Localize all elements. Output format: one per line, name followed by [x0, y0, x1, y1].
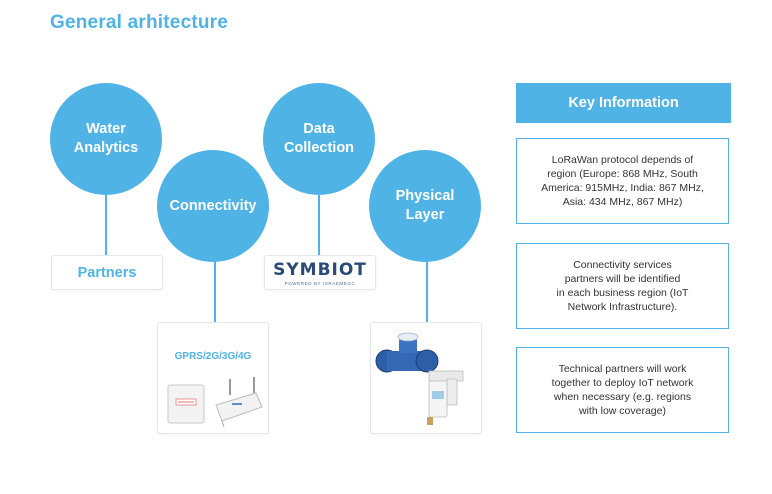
node-physical-layer: Physical Layer [369, 150, 481, 262]
physical-devices-card [370, 322, 482, 434]
key-info-item-connectivity-partners-text: Connectivity services partners will be i… [556, 259, 689, 313]
key-info-item-lorawan-text: LoRaWan protocol depends of region (Euro… [541, 154, 704, 208]
node-data-collection: Data Collection [263, 83, 375, 195]
connector-physical-layer [426, 260, 428, 322]
node-data-collection-label: Data Collection [283, 121, 355, 156]
node-connectivity-label: Connectivity [169, 197, 257, 214]
connector-data-collection [318, 195, 320, 257]
connector-connectivity [214, 260, 216, 322]
connector-water-analytics [105, 195, 107, 255]
node-water-analytics: Water Analytics [50, 83, 162, 195]
partners-card: Partners [51, 255, 163, 290]
key-information-header: Key Information [516, 83, 731, 123]
water-meter-image [375, 332, 464, 425]
node-physical-layer-label: Physical Layer [395, 188, 455, 223]
page-title: General arhitecture [50, 12, 229, 33]
partners-label: Partners [77, 264, 137, 281]
node-connectivity: Connectivity [157, 150, 269, 262]
key-info-item-lorawan: LoRaWan protocol depends of region (Euro… [516, 138, 729, 224]
symbiot-tagline: POWERED BY ISRAEMEGC [284, 281, 356, 286]
symbiot-card: SYMBIOT POWERED BY ISRAEMEGC [264, 255, 376, 290]
key-info-item-technical-partners-text: Technical partners will work together to… [551, 363, 694, 417]
gprs-label: GPRS/2G/3G/4G [174, 351, 252, 362]
node-water-analytics-label: Water Analytics [73, 121, 139, 156]
key-info-item-technical-partners: Technical partners will work together to… [516, 347, 729, 433]
symbiot-logo: SYMBIOT [273, 260, 367, 280]
key-info-item-connectivity-partners: Connectivity services partners will be i… [516, 243, 729, 329]
gateway-devices-image [167, 377, 263, 428]
connectivity-devices-card: GPRS/2G/3G/4G [157, 322, 269, 434]
